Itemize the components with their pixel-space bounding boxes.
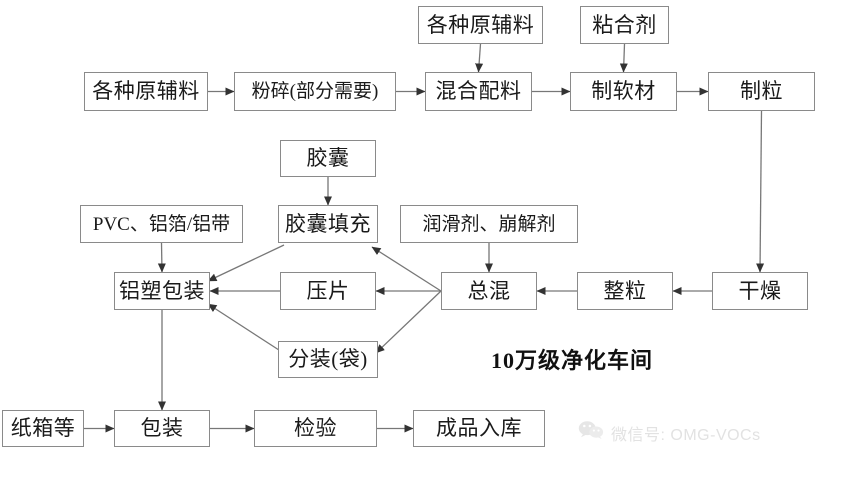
node-label: 干燥	[738, 278, 782, 303]
node-label: PVC、铝箔/铝带	[92, 213, 231, 235]
node-inspection[interactable]: 检验	[254, 410, 377, 447]
wechat-icon	[578, 420, 604, 445]
edge-blending-to-capsulefill	[371, 246, 442, 292]
node-label: 包装	[140, 416, 184, 440]
zone-label-clean-workshop: 10万级净化车间	[491, 348, 654, 373]
node-label: 制粒	[740, 79, 783, 103]
node-alu-plastic-pack[interactable]: 铝塑包装	[114, 272, 210, 310]
node-soft-material[interactable]: 制软材	[570, 72, 677, 111]
node-total-blending[interactable]: 总混	[441, 272, 537, 310]
node-label: 整粒	[603, 278, 647, 303]
node-sizing[interactable]: 整粒	[577, 272, 673, 310]
node-raw-materials-1[interactable]: 各种原辅料	[84, 72, 208, 111]
node-tableting[interactable]: 压片	[280, 272, 376, 310]
node-label: 制软材	[591, 79, 656, 103]
node-packaging[interactable]: 包装	[114, 410, 210, 447]
node-label: 压片	[306, 278, 350, 303]
node-capsule-filling[interactable]: 胶囊填充	[278, 205, 378, 243]
node-capsule[interactable]: 胶囊	[280, 140, 376, 177]
edge-capsulefill-to-alupack	[207, 244, 285, 282]
edge-bagging-to-alupack	[207, 303, 283, 353]
node-bagging[interactable]: 分装(袋)	[278, 341, 378, 378]
node-label: 铝塑包装	[119, 278, 205, 303]
node-warehousing[interactable]: 成品入库	[413, 410, 545, 447]
node-mixing[interactable]: 混合配料	[425, 72, 532, 111]
node-label: 混合配料	[435, 79, 522, 103]
node-label: 成品入库	[436, 416, 522, 440]
node-label: 胶囊	[306, 146, 350, 170]
node-lubricant[interactable]: 润滑剂、崩解剂	[400, 205, 578, 243]
node-drying[interactable]: 干燥	[712, 272, 808, 310]
node-label: 粉碎(部分需要)	[251, 81, 379, 102]
node-label: 总混	[467, 278, 511, 303]
edge-granulation-to-drying	[756, 110, 765, 273]
node-granulation[interactable]: 制粒	[708, 72, 815, 111]
node-binder[interactable]: 粘合剂	[580, 6, 669, 44]
edge-blending-to-bagging	[375, 290, 442, 354]
node-label: 纸箱等	[10, 416, 76, 440]
watermark-text: 微信号: OMG-VOCs	[611, 426, 761, 444]
node-label: 分装(袋)	[288, 347, 368, 371]
node-label: 润滑剂、崩解剂	[422, 213, 556, 235]
edge-raw2-to-mixing	[475, 43, 484, 73]
node-label: 粘合剂	[592, 12, 657, 37]
node-crushing[interactable]: 粉碎(部分需要)	[234, 72, 396, 111]
node-label: 胶囊填充	[285, 211, 371, 236]
node-raw-materials-2[interactable]: 各种原辅料	[418, 6, 543, 44]
watermark: 微信号: OMG-VOCs	[578, 420, 761, 445]
node-label: 检验	[294, 416, 337, 440]
edge-binder-to-soft	[619, 43, 628, 73]
edge-pvc-to-alupack	[157, 242, 166, 273]
node-carton[interactable]: 纸箱等	[2, 410, 84, 447]
node-pvc-foil[interactable]: PVC、铝箔/铝带	[80, 205, 243, 243]
node-label: 各种原辅料	[426, 12, 535, 37]
node-label: 各种原辅料	[92, 79, 200, 103]
